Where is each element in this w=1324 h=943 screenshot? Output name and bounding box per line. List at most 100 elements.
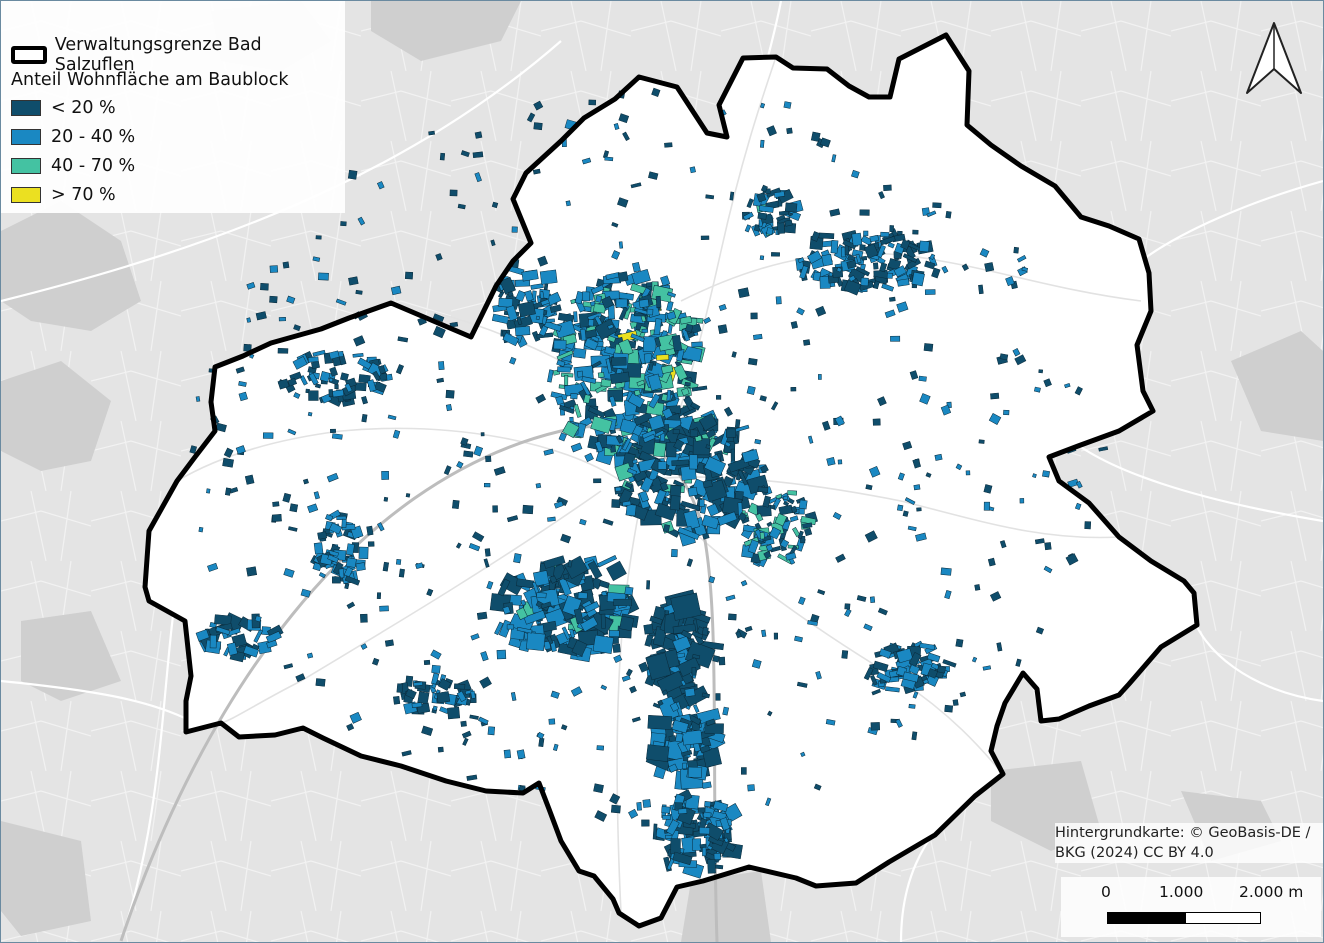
legend-class-label: > 70 % — [51, 185, 116, 205]
building-block — [1005, 276, 1015, 287]
building-block — [405, 688, 417, 700]
municipal-boundary — [142, 32, 1200, 929]
building-block — [978, 284, 984, 295]
building-block — [622, 500, 632, 507]
building-block — [355, 562, 366, 572]
building-block — [652, 823, 658, 840]
building-block — [761, 535, 772, 542]
building-block — [689, 166, 696, 174]
building-block — [659, 481, 669, 492]
building-block — [860, 235, 873, 246]
building-block — [703, 456, 727, 476]
building-block — [349, 711, 362, 724]
building-block — [395, 364, 404, 375]
building-block — [490, 239, 496, 247]
building-block — [761, 629, 767, 638]
building-block — [1012, 348, 1021, 357]
building-block — [932, 202, 942, 209]
building-block — [1074, 502, 1082, 511]
building-block — [492, 505, 498, 513]
building-block — [472, 531, 485, 543]
building-block — [590, 284, 605, 295]
building-block — [648, 414, 665, 431]
building-block — [837, 459, 843, 465]
building-block — [331, 433, 343, 440]
building-block — [604, 156, 614, 162]
building-block — [773, 632, 779, 640]
building-block — [292, 356, 308, 370]
building-block — [860, 277, 869, 287]
building-block — [812, 271, 821, 282]
building-block — [813, 783, 822, 791]
building-block — [682, 762, 687, 770]
building-block — [718, 656, 726, 666]
building-block — [516, 626, 533, 634]
building-block — [547, 516, 556, 522]
building-block — [654, 337, 662, 348]
legend-swatch — [11, 129, 41, 145]
building-block — [979, 248, 990, 258]
building-block — [870, 722, 880, 731]
building-block — [904, 497, 916, 506]
building-block — [669, 495, 681, 511]
building-block — [523, 610, 547, 625]
building-block — [666, 311, 677, 321]
building-block — [606, 560, 627, 582]
building-block — [372, 657, 380, 666]
building-block — [978, 439, 985, 444]
building-block — [189, 445, 198, 454]
building-block — [346, 601, 356, 610]
building-block — [1075, 480, 1083, 489]
building-block — [594, 318, 618, 340]
building-block — [243, 645, 259, 658]
building-block — [557, 366, 571, 373]
building-block — [672, 851, 693, 866]
building-block — [587, 560, 603, 580]
building-block — [729, 191, 735, 201]
building-block — [756, 192, 767, 203]
building-block — [712, 655, 720, 663]
building-block — [835, 553, 846, 563]
building-block — [747, 784, 755, 792]
building-block — [313, 542, 324, 555]
building-block — [879, 262, 888, 273]
building-block — [924, 260, 936, 270]
building-block — [460, 720, 467, 727]
building-block — [569, 628, 576, 639]
building-block — [496, 649, 507, 660]
building-block — [1032, 473, 1037, 478]
building-block — [421, 725, 434, 736]
building-block — [498, 619, 513, 638]
building-block — [417, 691, 430, 705]
building-block — [474, 131, 483, 139]
building-block — [751, 659, 762, 669]
building-block — [1021, 266, 1029, 272]
building-block — [674, 802, 683, 810]
building-block — [944, 589, 952, 600]
building-block — [515, 607, 528, 621]
building-block — [615, 298, 628, 308]
building-block — [668, 763, 678, 773]
building-block — [618, 306, 628, 321]
building-block — [468, 542, 481, 552]
building-block — [1014, 354, 1027, 366]
building-block — [706, 503, 720, 517]
building-block — [633, 411, 653, 426]
building-block — [580, 616, 599, 633]
building-block — [644, 634, 654, 647]
building-block — [971, 656, 978, 663]
building-block — [657, 699, 664, 706]
building-block — [593, 478, 602, 484]
building-block — [612, 643, 621, 653]
building-block — [334, 384, 339, 389]
building-block — [759, 464, 769, 474]
building-block — [880, 231, 890, 238]
building-block — [819, 137, 831, 148]
building-block — [698, 827, 711, 835]
building-block — [618, 113, 630, 124]
building-block — [656, 670, 686, 695]
building-block — [689, 429, 699, 438]
building-block — [735, 631, 742, 639]
building-block — [231, 633, 248, 648]
